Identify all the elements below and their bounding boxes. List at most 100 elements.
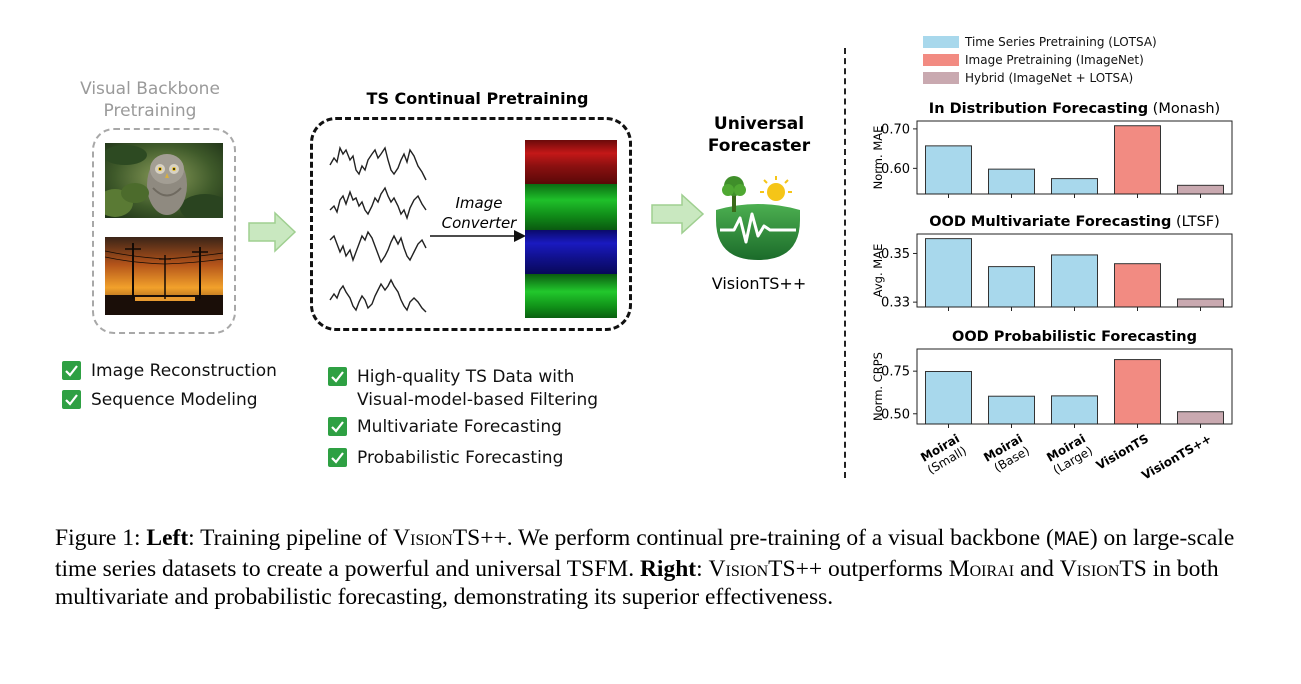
figure-caption: Figure 1: Left: Training pipeline of Vis…	[55, 524, 1250, 611]
bar-3	[1051, 254, 1098, 308]
x-tick-label: VisionTS	[1094, 431, 1151, 472]
ts-pretraining-title: TS Continual Pretraining	[366, 89, 589, 108]
backbone-box	[92, 128, 236, 334]
caption-part-1: : Training pipeline of	[188, 525, 394, 551]
legend-label: Hybrid (ImageNet + LOTSA)	[965, 71, 1134, 85]
image-converter-label: Image Converter	[434, 193, 524, 233]
green-arrow-1	[248, 211, 297, 253]
check-label: Multivariate Forecasting	[357, 417, 562, 437]
y-axis-label: Avg. MAE	[871, 244, 885, 298]
bar-4	[1114, 125, 1161, 195]
green-arrow-2	[651, 193, 705, 235]
x-tick-label: VisionTS++	[1139, 431, 1214, 482]
check-item-high-quality-data: High-quality TS Data with Visual-model-b…	[328, 366, 598, 412]
converter-arrow	[430, 230, 526, 242]
bar-2	[988, 266, 1035, 308]
legend-label: Image Pretraining (ImageNet)	[965, 53, 1144, 67]
y-tick-label: 0.75	[881, 365, 910, 380]
bar-1	[925, 371, 972, 425]
bar-2	[988, 395, 1035, 425]
caption-part-2: . We perform continual pre-training of a…	[506, 525, 1054, 551]
legend-swatch	[923, 36, 959, 48]
chart-title: In Distribution Forecasting (Monash)	[929, 101, 1220, 117]
checkmark-icon	[62, 390, 81, 409]
chart-title-suffix: (Monash)	[1148, 101, 1220, 117]
legend-item-ts: Time Series Pretraining (LOTSA)	[923, 35, 1157, 49]
x-tick-label-group: Moirai(Large)	[1044, 431, 1095, 477]
bar-1	[925, 145, 972, 195]
sunset-photo	[105, 237, 223, 315]
bar-1	[925, 238, 972, 308]
forecaster-title: Universal Forecaster	[696, 113, 822, 157]
y-tick-label: 0.50	[881, 407, 910, 422]
chart-title-main: In Distribution Forecasting	[929, 101, 1148, 117]
y-tick-label: 0.35	[881, 247, 910, 262]
bar-5	[1177, 411, 1224, 425]
check-item-sequence-modeling: Sequence Modeling	[62, 389, 258, 412]
legend-swatch	[923, 72, 959, 84]
chart-title-main: OOD Probabilistic Forecasting	[952, 329, 1197, 345]
check-item-probabilistic: Probabilistic Forecasting	[328, 447, 563, 470]
chart-title-suffix: (LTSF)	[1171, 214, 1219, 230]
y-tick-label: 0.60	[881, 162, 910, 177]
y-axis-label: Norm. MAE	[871, 126, 885, 190]
checkmark-icon	[328, 448, 347, 467]
bar-2	[988, 168, 1035, 195]
chart-title: OOD Probabilistic Forecasting	[952, 329, 1197, 345]
legend-item-image: Image Pretraining (ImageNet)	[923, 53, 1144, 67]
checkmark-icon	[328, 417, 347, 436]
x-tick-label-group: Moirai(Base)	[981, 431, 1032, 475]
caption-part-3: ) on large-scale time series datasets to…	[55, 525, 1235, 582]
panel-divider	[844, 48, 846, 478]
bar-charts: In Distribution Forecasting (Monash) 0.60…	[871, 101, 1233, 483]
x-tick-label-group: Moirai(Small)	[918, 431, 969, 477]
backbone-title: Visual Backbone Pretraining	[80, 79, 220, 121]
converter-label-line-1: Image	[455, 194, 503, 212]
chart-title: OOD Multivariate Forecasting (LTSF)	[929, 214, 1220, 230]
bar-4	[1114, 359, 1161, 425]
check-label: Probabilistic Forecasting	[357, 448, 564, 468]
caption-visionts-pp-2: VisionTS++	[708, 556, 823, 582]
bar-3	[1051, 395, 1098, 425]
forecaster-title-line-1: Universal	[713, 114, 805, 134]
caption-part-7: in both multivariate and probabilistic f…	[55, 556, 1219, 610]
y-axis-label: Norm. CRPS	[871, 352, 885, 421]
check-label: Image Reconstruction	[91, 361, 277, 381]
check-item-image-reconstruction: Image Reconstruction	[62, 360, 277, 383]
y-tick-label: 0.33	[881, 296, 910, 311]
bar-4	[1114, 263, 1161, 308]
time-series-waves	[328, 140, 428, 318]
x-tick-label-group: VisionTS	[1094, 431, 1151, 472]
caption-left-word: Left	[146, 525, 189, 551]
legend-item-hybrid: Hybrid (ImageNet + LOTSA)	[923, 71, 1133, 85]
forecaster-name: VisionTS++	[711, 274, 807, 293]
caption-mae: MAE	[1053, 529, 1090, 552]
caption-visionts-pp: VisionTS++	[393, 525, 507, 551]
caption-part-6: and	[1014, 556, 1060, 582]
check-label: Sequence Modeling	[91, 390, 258, 410]
check-label: High-quality TS Data with Visual-model-b…	[357, 367, 599, 410]
legend-swatch	[923, 54, 959, 66]
visionts-logo-icon	[716, 176, 800, 260]
caption-part-5: outperforms	[822, 556, 949, 582]
converter-label-line-2: Converter	[441, 214, 517, 232]
check-item-multivariate: Multivariate Forecasting	[328, 416, 562, 439]
chart-title-main: OOD Multivariate Forecasting	[929, 214, 1171, 230]
caption-visionts: VisionTS	[1059, 556, 1147, 582]
bar-3	[1051, 178, 1098, 195]
converted-image-strip	[525, 140, 617, 318]
caption-right-word: Right	[639, 556, 697, 582]
x-tick-label-group: VisionTS++	[1139, 431, 1214, 482]
checkmark-icon	[328, 367, 347, 386]
bar-5	[1177, 184, 1224, 195]
caption-moirai: Moirai	[948, 556, 1015, 582]
caption-part-4: :	[696, 556, 709, 582]
bar-5	[1177, 298, 1224, 308]
legend-label: Time Series Pretraining (LOTSA)	[965, 35, 1157, 49]
forecaster-title-line-2: Forecaster	[707, 136, 811, 156]
checkmark-icon	[62, 361, 81, 380]
owl-photo	[105, 143, 223, 218]
ts-pretraining-box	[310, 117, 632, 331]
y-tick-label: 0.70	[881, 122, 910, 137]
